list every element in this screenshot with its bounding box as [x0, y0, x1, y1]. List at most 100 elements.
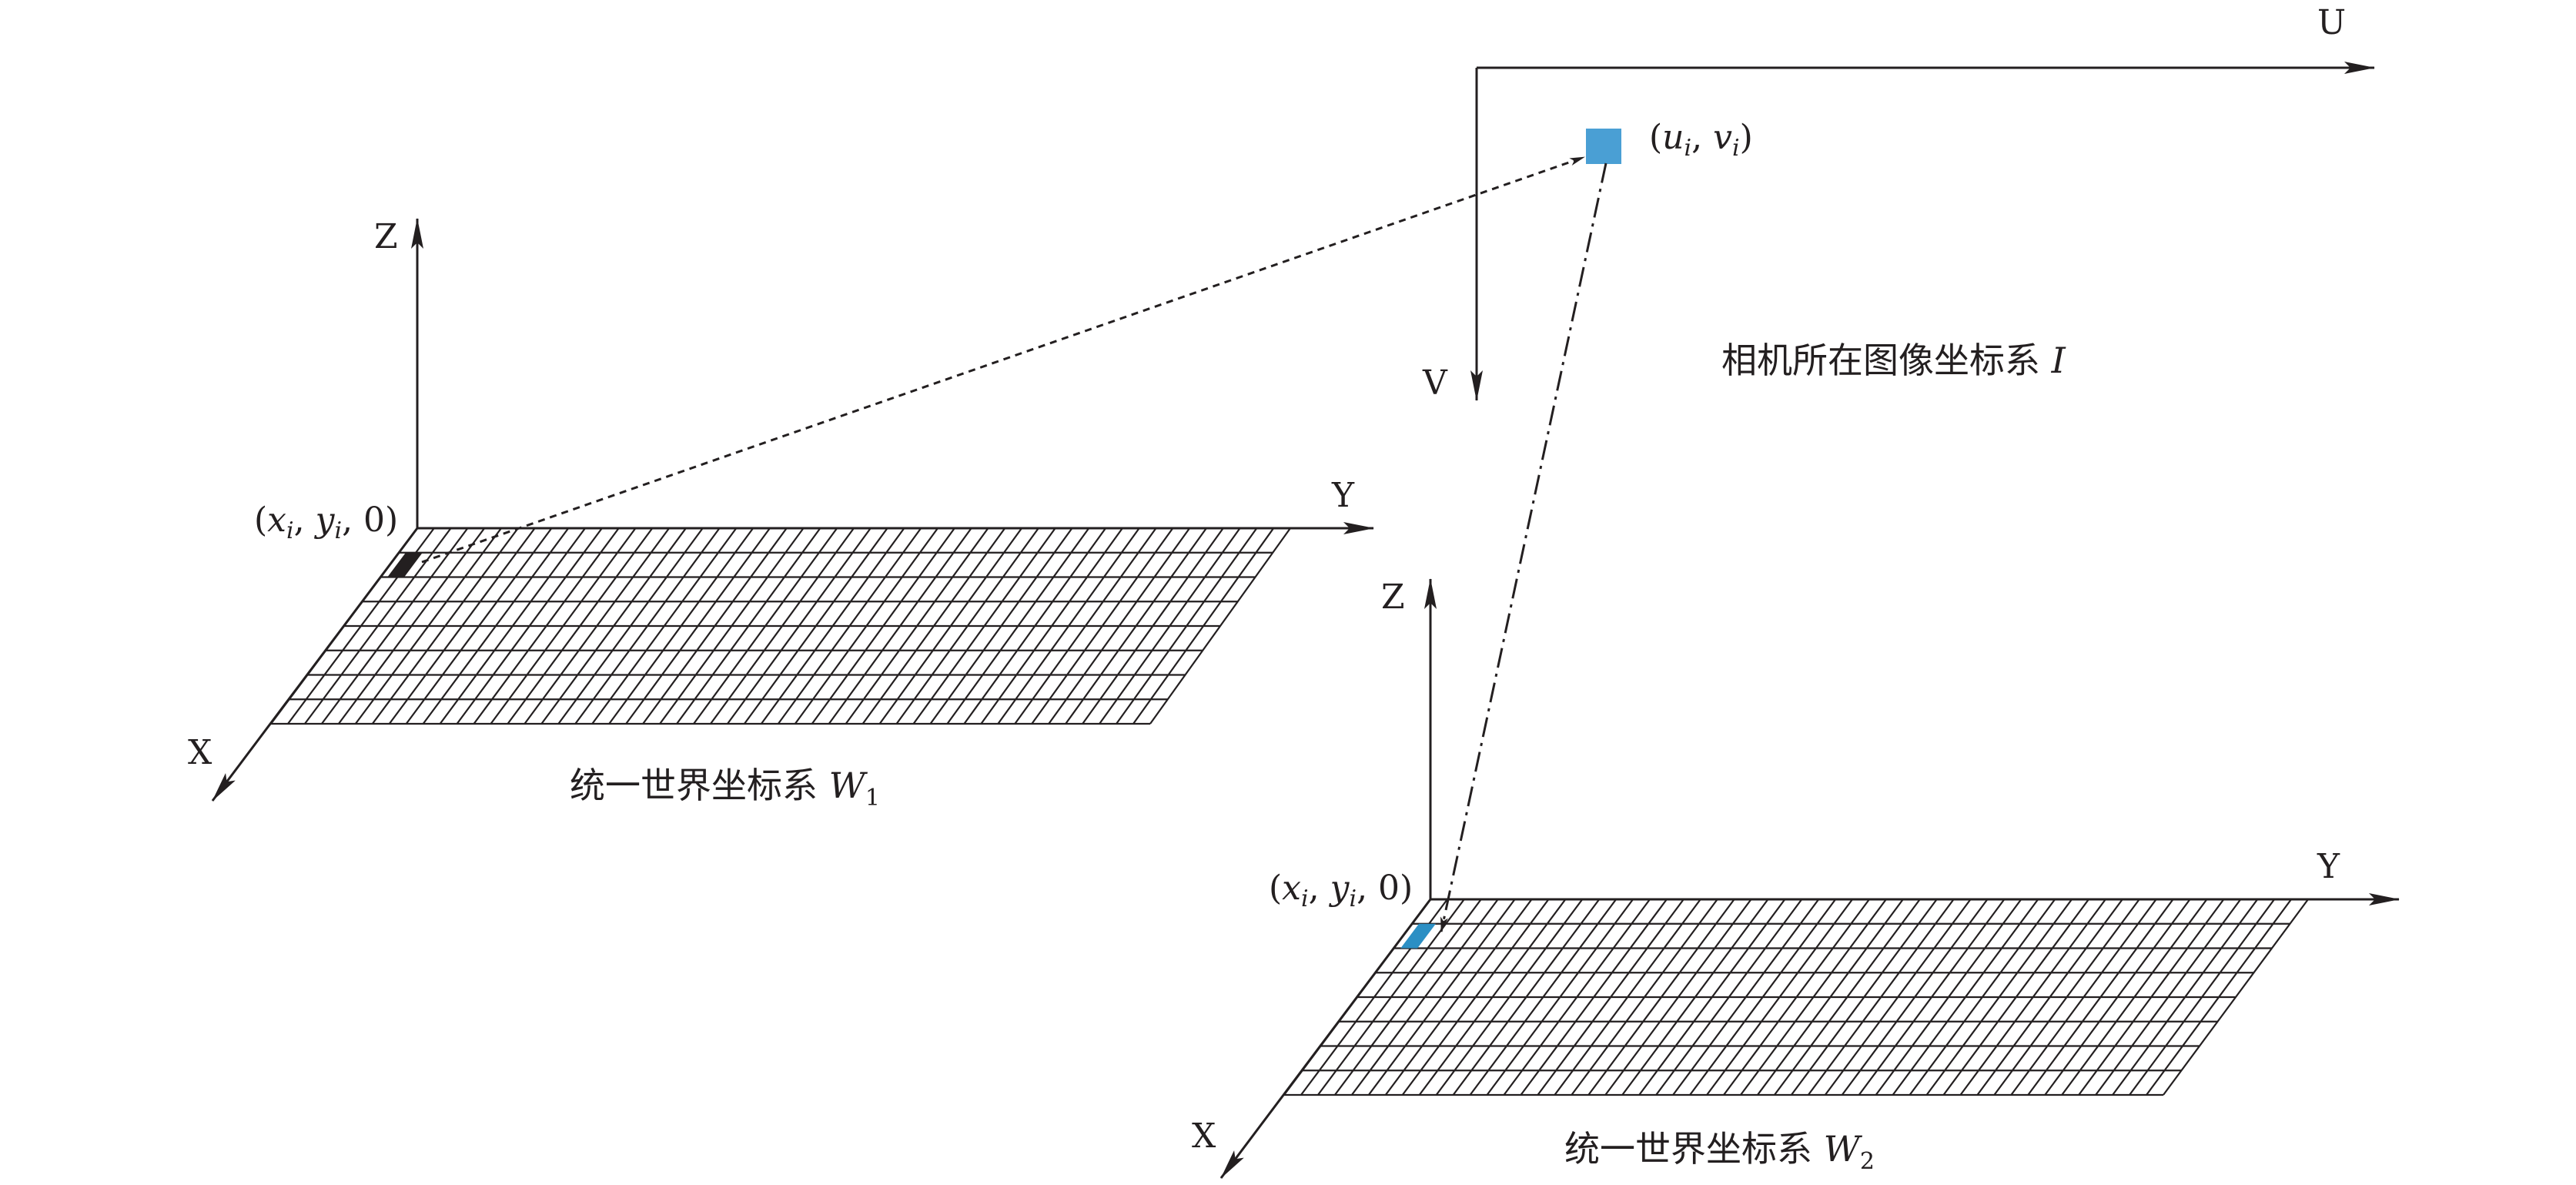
world1-x-axis — [211, 527, 419, 802]
grid-column-line — [1976, 899, 2123, 1096]
image-pixel-point — [1586, 129, 1621, 164]
grid-column-line — [1452, 899, 1601, 1096]
grid-column-line — [1537, 899, 1684, 1096]
grid-column-line — [1604, 899, 1752, 1096]
grid-column-line — [1132, 527, 1275, 725]
grid-column-line — [1689, 899, 1837, 1096]
grid-column-line — [1774, 899, 1921, 1096]
grid-column-line — [388, 527, 536, 725]
grid-column-line — [1418, 899, 1567, 1096]
grid-column-line — [693, 527, 838, 725]
grid-column-line — [997, 527, 1140, 725]
grid-column-line — [1841, 899, 1989, 1096]
grid-column-line — [1384, 899, 1533, 1096]
world1-point-label: (xi, yi, 0) — [254, 500, 398, 544]
grid-column-line — [625, 527, 771, 725]
grid-column-line — [1757, 899, 1904, 1096]
grid-column-line — [1858, 899, 2006, 1096]
image-coordinate-system: U V (ui, vi) 相机所在图像坐标系 I — [1422, 3, 2375, 403]
grid-column-line — [2163, 899, 2309, 1096]
projection-line-world1-to-image — [421, 156, 1585, 564]
image-system-caption: 相机所在图像坐标系 I — [1721, 340, 2066, 381]
grid-column-line — [321, 527, 469, 725]
highlighted-cell-2 — [1400, 923, 1436, 949]
projection-line-image-to-world2 — [1440, 162, 1607, 932]
grid-column-line — [676, 527, 821, 725]
grid-column-line — [659, 527, 805, 725]
grid-column-line — [2129, 899, 2276, 1096]
grid-column-line — [1807, 899, 1955, 1096]
grid-column-line — [845, 527, 989, 725]
world2-system-caption: 统一世界坐标系 W2 — [1564, 1128, 1875, 1175]
grid-column-line — [878, 527, 1022, 725]
grid-column-line — [1942, 899, 2089, 1096]
ground-grid-1 — [270, 527, 1291, 725]
grid-column-line — [524, 527, 671, 725]
grid-column-line — [1503, 899, 1651, 1096]
grid-column-line — [1909, 899, 2056, 1096]
grid-column-line — [540, 527, 687, 725]
grid-column-line — [371, 527, 519, 725]
grid-column-line — [2078, 899, 2225, 1096]
grid-column-line — [354, 527, 502, 725]
grid-column-line — [946, 527, 1090, 725]
grid-column-line — [777, 527, 922, 725]
grid-column-line — [1875, 899, 2022, 1096]
grid-column-line — [1706, 899, 1853, 1096]
world-coordinate-system-1: Z Y X (xi, yi, 0) 统一世界坐标系 W1 — [188, 217, 1374, 812]
world-coordinate-system-2: Z Y X (xi, yi, 0) 统一世界坐标系 W2 — [1192, 577, 2400, 1179]
world2-point-label: (xi, yi, 0) — [1269, 869, 1413, 912]
grid-column-line — [1925, 899, 2073, 1096]
grid-column-line — [1350, 899, 1499, 1096]
world2-x-axis — [1219, 899, 1432, 1179]
grid-column-line — [811, 527, 955, 725]
grid-column-line — [1031, 527, 1174, 725]
grid-column-line — [929, 527, 1073, 725]
grid-column-line — [1587, 899, 1735, 1096]
grid-column-line — [405, 527, 553, 725]
grid-column-line — [1621, 899, 1769, 1096]
grid-column-line — [1571, 899, 1718, 1096]
grid-column-line — [1099, 527, 1241, 725]
grid-column-line — [912, 527, 1056, 725]
world2-x-axis-label: X — [1192, 1116, 1216, 1156]
grid-column-line — [1149, 527, 1291, 725]
grid-column-line — [1655, 899, 1803, 1096]
grid-column-line — [473, 527, 620, 725]
grid-column-line — [1638, 899, 1786, 1096]
grid-column-line — [2146, 899, 2292, 1096]
grid-column-line — [1959, 899, 2106, 1096]
grid-column-line — [507, 527, 654, 725]
grid-column-line — [1401, 899, 1550, 1096]
grid-column-line — [557, 527, 704, 725]
grid-column-line — [1993, 899, 2140, 1096]
grid-column-line — [574, 527, 721, 725]
world1-y-axis-label: Y — [1331, 476, 1355, 515]
grid-column-line — [439, 527, 586, 725]
grid-column-line — [1790, 899, 1938, 1096]
grid-column-line — [963, 527, 1107, 725]
grid-column-line — [1317, 899, 1465, 1096]
grid-column-line — [1367, 899, 1516, 1096]
image-v-axis-label: V — [1422, 363, 1448, 403]
grid-column-line — [1065, 527, 1207, 725]
grid-column-line — [710, 527, 855, 725]
grid-column-line — [1672, 899, 1820, 1096]
ground-grid-2 — [1283, 898, 2309, 1096]
grid-column-line — [1740, 899, 1887, 1096]
grid-column-line — [642, 527, 788, 725]
grid-column-line — [1469, 899, 1618, 1096]
grid-column-line — [2044, 899, 2191, 1096]
grid-column-line — [727, 527, 871, 725]
grid-column-line — [744, 527, 888, 725]
grid-column-line — [1554, 899, 1701, 1096]
grid-column-line — [861, 527, 1006, 725]
grid-column-line — [2095, 899, 2242, 1096]
image-point-label: (ui, vi) — [1649, 118, 1753, 162]
grid-column-line — [760, 527, 905, 725]
grid-column-line — [1116, 527, 1258, 725]
grid-column-line — [337, 527, 486, 725]
grid-column-line — [1048, 527, 1191, 725]
grid-column-line — [1723, 899, 1870, 1096]
